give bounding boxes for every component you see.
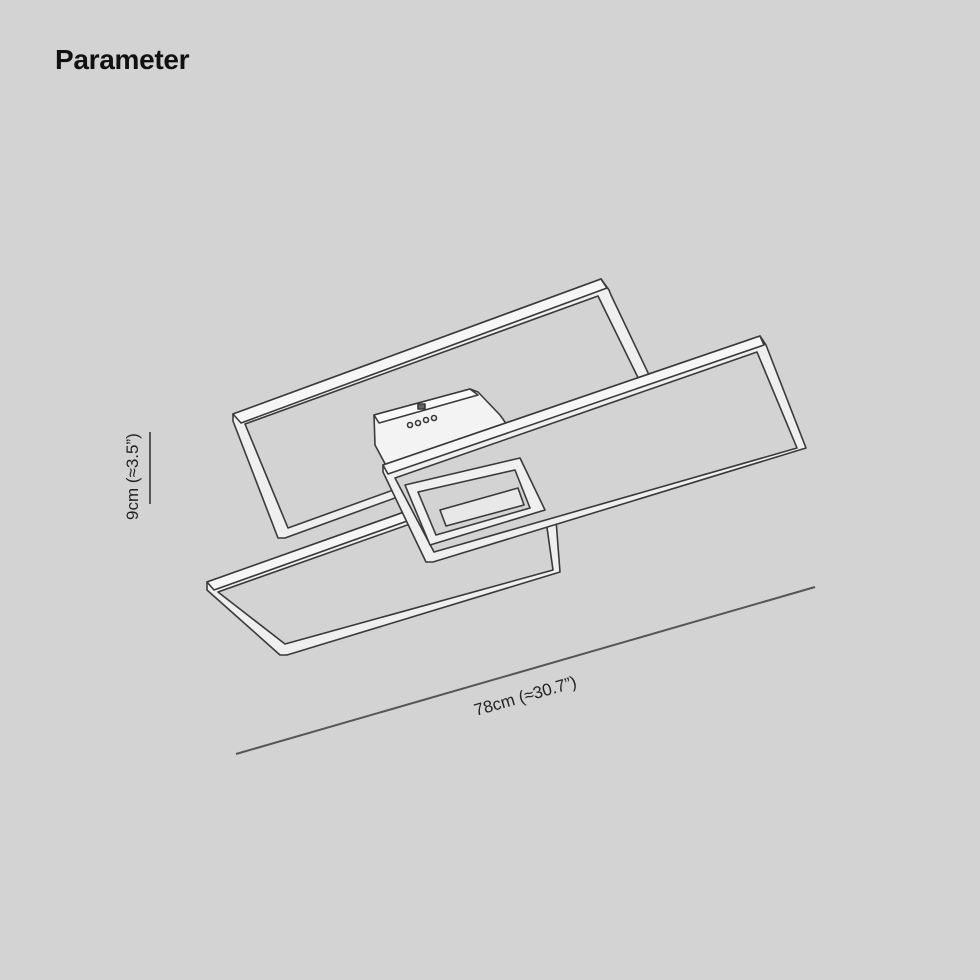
frame-right — [382, 335, 807, 563]
height-dimension-label: 9cm (≈3.5”) — [123, 433, 142, 520]
length-dimension-line — [235, 586, 816, 755]
length-dimension-label: 78cm (≈30.7”) — [472, 672, 579, 719]
page-title: Parameter — [55, 44, 190, 75]
lamp-drawing — [206, 278, 807, 656]
